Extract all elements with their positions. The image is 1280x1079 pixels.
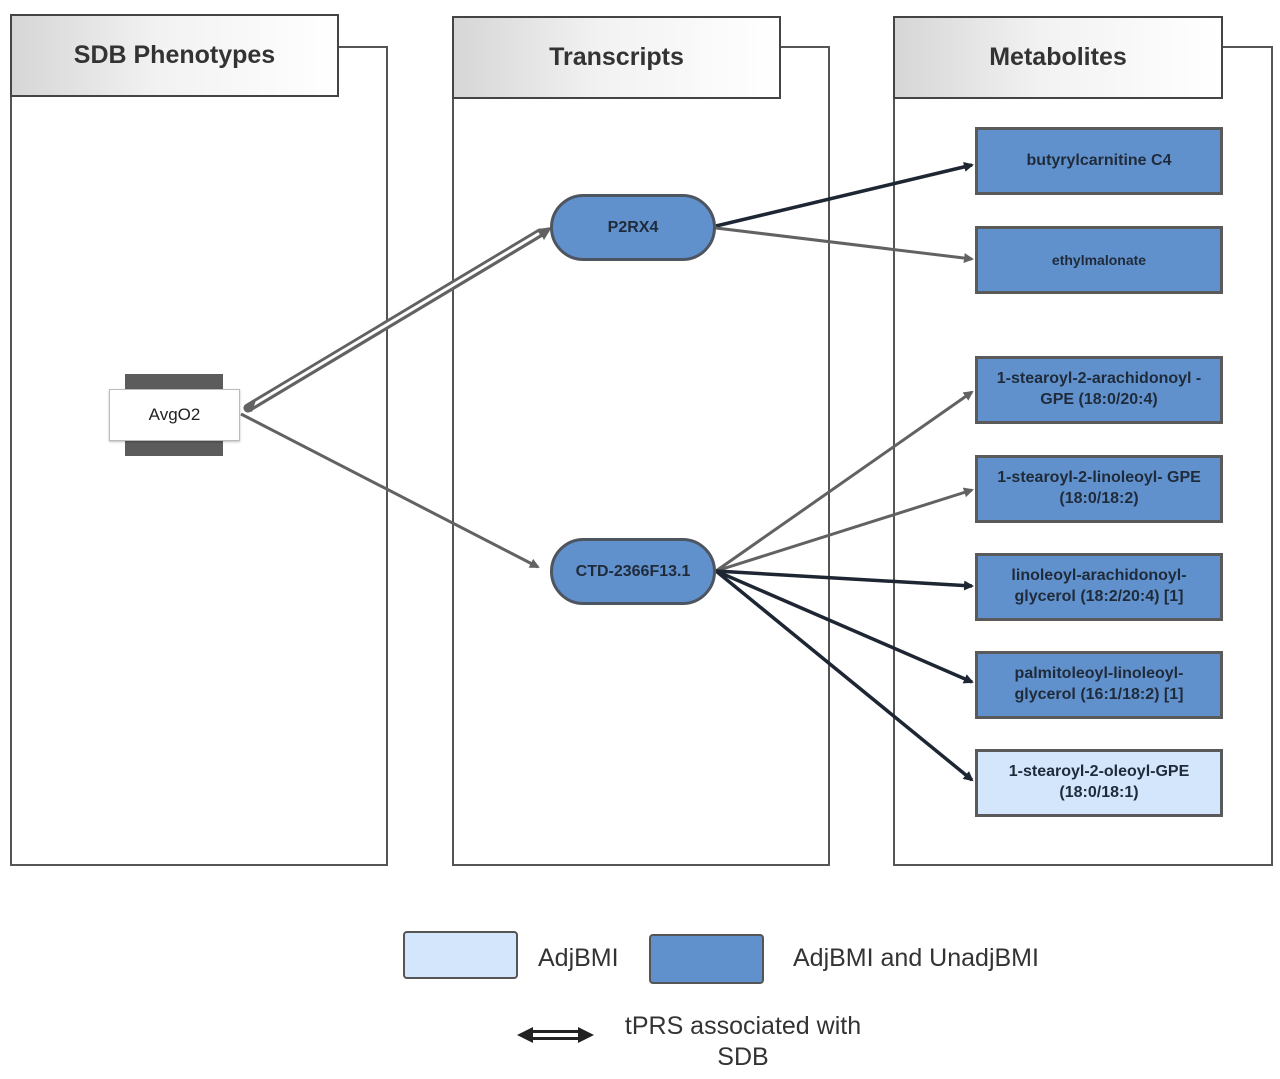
edge-ctd-stearoyl-linoleoyl: [715, 487, 974, 573]
transcript-node-p2rx4: P2RX4: [550, 194, 716, 261]
metabolite-node: 1-stearoyl-2-arachidonoyl -GPE (18:0/20:…: [975, 356, 1223, 424]
legend-tprs-line2: SDB: [717, 1043, 769, 1072]
node-top-bar: [125, 374, 223, 390]
edge-avgo2-p2rx4: [243, 227, 552, 413]
edge-avgo2-ctd: [240, 412, 540, 569]
edge-ctd-palmitoleoyl-linoleoyl: [715, 569, 974, 684]
edge-ctd-stearoyl-arachidonoyl: [715, 390, 974, 573]
legend-label-adjbmi: AdjBMI: [538, 944, 619, 972]
legend-swatch-both: [649, 934, 764, 984]
edge-p2rx4-ethylmalonate: [715, 226, 974, 264]
metabolite-node: 1-stearoyl-2-linoleoyl- GPE (18:0/18:2): [975, 455, 1223, 523]
metabolite-node: butyrylcarnitine C4: [975, 127, 1223, 195]
node-bottom-bar: [125, 440, 223, 456]
phenotype-label: AvgO2: [109, 389, 240, 441]
edge-p2rx4-butyrylcarnitine: [715, 161, 974, 228]
legend-swatch-adjbmi: [403, 931, 518, 979]
metabolite-node: ethylmalonate: [975, 226, 1223, 294]
panel-title: Transcripts: [452, 16, 781, 99]
legend-label-both: AdjBMI and UnadjBMI: [793, 944, 1039, 972]
legend-tprs-line1: tPRS associated with: [624, 1012, 862, 1040]
panel-frame: [452, 46, 830, 866]
transcript-node-ctd: CTD-2366F13.1: [550, 538, 716, 605]
panel-title: SDB Phenotypes: [10, 14, 339, 97]
edge-ctd-stearoyl-oleoyl: [714, 569, 974, 782]
edge-ctd-linoleoyl-arachidonoyl: [715, 569, 974, 591]
metabolite-node: palmitoleoyl-linoleoyl- glycerol (16:1/1…: [975, 651, 1223, 719]
metabolite-node: 1-stearoyl-2-oleoyl-GPE (18:0/18:1): [975, 749, 1223, 817]
legend-tprs-icon: [517, 1027, 594, 1043]
panel-title: Metabolites: [893, 16, 1223, 99]
metabolite-node: linoleoyl-arachidonoyl- glycerol (18:2/2…: [975, 553, 1223, 621]
legend-label-tprs: tPRS associated with SDB: [608, 1011, 878, 1074]
